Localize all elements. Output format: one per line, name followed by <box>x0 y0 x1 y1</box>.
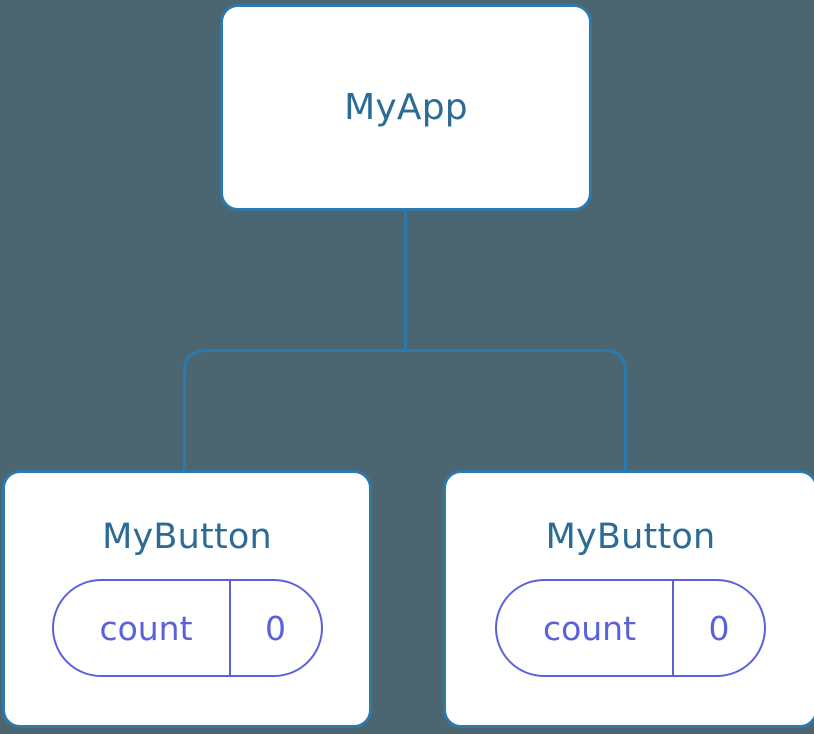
component-node-title: MyButton <box>102 517 272 557</box>
component-node-title: MyApp <box>344 86 468 128</box>
connector-bus-left <box>183 349 406 471</box>
state-key-label: count <box>99 608 193 648</box>
connector-bus-right <box>405 349 627 471</box>
component-node-mybutton-1[interactable]: MyButton count 0 <box>443 470 814 728</box>
state-pill-count[interactable]: count 0 <box>495 579 766 677</box>
state-value-label: 0 <box>672 581 764 675</box>
component-node-title: MyButton <box>545 517 716 557</box>
state-value-label: 0 <box>228 581 321 675</box>
state-pill-count[interactable]: count 0 <box>51 579 323 677</box>
state-key-label: count <box>542 608 637 648</box>
component-node-myapp[interactable]: MyApp <box>220 4 592 211</box>
component-node-mybutton-0[interactable]: MyButton count 0 <box>2 470 372 728</box>
